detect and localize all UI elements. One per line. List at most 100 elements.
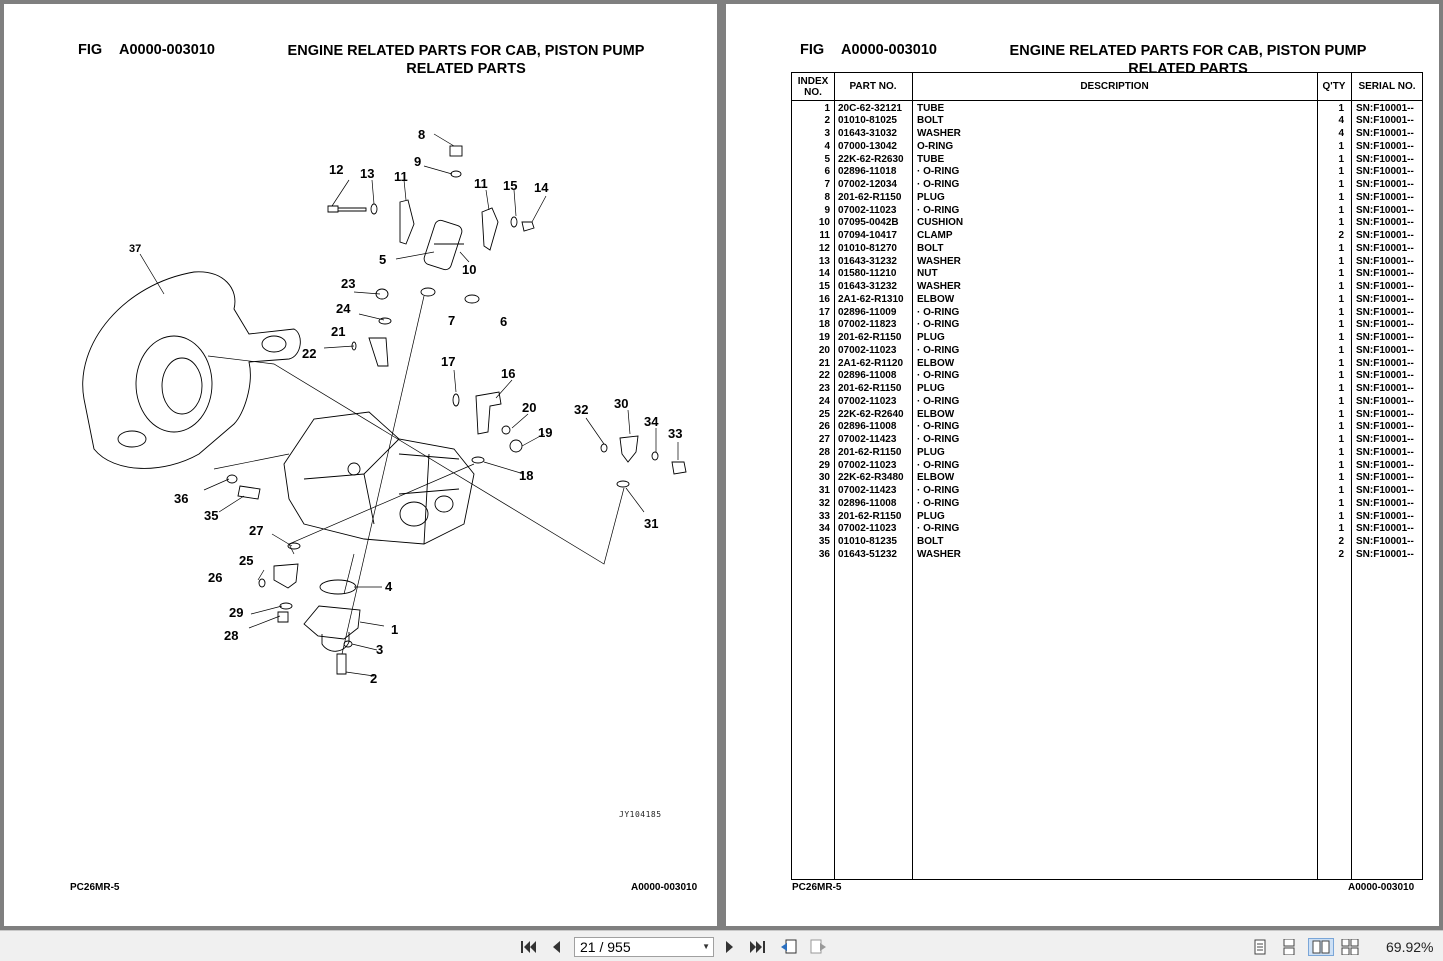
elbow-21-part — [368, 337, 389, 367]
description-cell: · O-RING — [917, 306, 960, 318]
left-page-diagram: FIG A0000-003010 ENGINE RELATED PARTS FO… — [4, 4, 717, 926]
part-no-cell: 02896-11008 — [838, 370, 897, 382]
qty-cell: 1 — [1338, 293, 1344, 305]
callout-27: 27 — [249, 523, 263, 538]
part-no-cell: 01643-31232 — [838, 281, 897, 292]
qty-cell: 1 — [1338, 421, 1344, 433]
qty-cell: 1 — [1338, 153, 1344, 165]
callout-33: 33 — [668, 426, 682, 441]
continuous-icon[interactable] — [1279, 938, 1299, 956]
part-no-cell: 01643-31232 — [838, 255, 897, 267]
index-cell: 19 — [818, 332, 830, 343]
drawing-code: JY104185 — [619, 810, 662, 819]
qty-cell: 1 — [1338, 472, 1344, 484]
fig-prefix: FIG — [800, 42, 825, 58]
page-display: 21 / 955 — [580, 939, 631, 955]
prev-page-icon[interactable] — [546, 938, 566, 956]
description-cell: · O-RING — [917, 421, 960, 433]
description-cell: · O-RING — [917, 459, 960, 471]
index-cell: 22 — [818, 370, 830, 382]
description-cell: BOLT — [917, 115, 944, 127]
description-cell: PLUG — [917, 332, 945, 343]
serial-no-cell: SN:F10001-- — [1356, 510, 1414, 522]
previous-view-icon[interactable] — [779, 938, 799, 956]
page-number-input[interactable]: 21 / 955 ▼ — [574, 937, 714, 957]
callout-1: 1 — [391, 622, 398, 637]
description-cell: · O-RING — [917, 204, 960, 216]
callout-37: 37 — [129, 243, 141, 255]
qty-cell: 1 — [1338, 281, 1344, 292]
index-cell: 14 — [818, 268, 830, 280]
serial-no-cell: SN:F10001-- — [1356, 357, 1414, 369]
continuous-facing-icon[interactable] — [1340, 938, 1360, 956]
part-no-cell: 07002-11023 — [838, 204, 897, 216]
callout-32: 32 — [574, 402, 588, 417]
part-no-cell: 201-62-R1150 — [838, 332, 902, 343]
first-page-icon[interactable] — [518, 938, 538, 956]
part-no-cell: 01580-11210 — [838, 268, 897, 280]
qty-cell: 1 — [1338, 242, 1344, 254]
title-line-1: ENGINE RELATED PARTS FOR CAB, PISTON PUM… — [287, 43, 645, 59]
next-page-icon[interactable] — [720, 938, 740, 956]
single-page-icon[interactable] — [1250, 938, 1270, 956]
qty-cell: 1 — [1338, 319, 1344, 331]
part-no-cell: 01010-81025 — [838, 115, 897, 127]
next-view-icon[interactable] — [808, 938, 828, 956]
bolt-2-part — [336, 653, 347, 675]
callout-9: 9 — [414, 154, 421, 169]
serial-no-cell: SN:F10001-- — [1356, 242, 1414, 254]
description-cell: · O-RING — [917, 497, 960, 509]
serial-no-cell: SN:F10001-- — [1356, 383, 1414, 394]
part-no-cell: 07002-11423 — [838, 434, 897, 445]
header-qty: Q'TY — [1322, 81, 1346, 92]
callout-19: 19 — [538, 425, 552, 440]
index-cell: 36 — [818, 548, 830, 560]
header-serial-no: SERIAL NO. — [1358, 81, 1416, 92]
qty-cell: 1 — [1338, 306, 1344, 318]
facing-icon[interactable] — [1308, 938, 1334, 956]
callout-5: 5 — [379, 252, 386, 267]
serial-no-cell: SN:F10001-- — [1356, 446, 1414, 458]
part-no-cell: 07002-12034 — [838, 179, 897, 190]
part-no-cell: 22K-62-R3480 — [838, 472, 904, 484]
serial-no-cell: SN:F10001-- — [1356, 370, 1414, 382]
plug-28-part — [277, 611, 289, 623]
description-cell: O-RING — [917, 140, 954, 152]
index-cell: 1 — [824, 102, 830, 114]
description-cell: · O-RING — [917, 434, 960, 445]
serial-no-cell: SN:F10001-- — [1356, 485, 1414, 496]
last-page-icon[interactable] — [748, 938, 768, 956]
page-dropdown-icon[interactable]: ▼ — [702, 942, 710, 951]
description-cell: · O-RING — [917, 485, 960, 496]
serial-no-cell: SN:F10001-- — [1356, 434, 1414, 445]
serial-no-cell: SN:F10001-- — [1356, 255, 1414, 267]
callout-18: 18 — [519, 468, 533, 483]
zoom-level[interactable]: 69.92% — [1386, 939, 1434, 955]
description-cell: TUBE — [917, 102, 945, 114]
index-cell: 28 — [818, 446, 830, 458]
description-cell: CUSHION — [917, 217, 964, 229]
serial-no-cell: SN:F10001-- — [1356, 319, 1414, 331]
index-cell: 34 — [818, 523, 830, 535]
index-cell: 16 — [818, 293, 830, 305]
callout-8: 8 — [418, 127, 425, 142]
index-cell: 23 — [818, 383, 830, 394]
index-cell: 9 — [824, 204, 830, 216]
serial-no-cell: SN:F10001-- — [1356, 293, 1414, 305]
description-cell: PLUG — [917, 191, 945, 203]
serial-no-cell: SN:F10001-- — [1356, 230, 1414, 241]
serial-no-cell: SN:F10001-- — [1356, 115, 1414, 127]
part-no-cell: 201-62-R1150 — [838, 446, 902, 458]
description-cell: · O-RING — [917, 344, 960, 356]
qty-cell: 1 — [1338, 434, 1344, 445]
qty-cell: 1 — [1338, 523, 1344, 535]
